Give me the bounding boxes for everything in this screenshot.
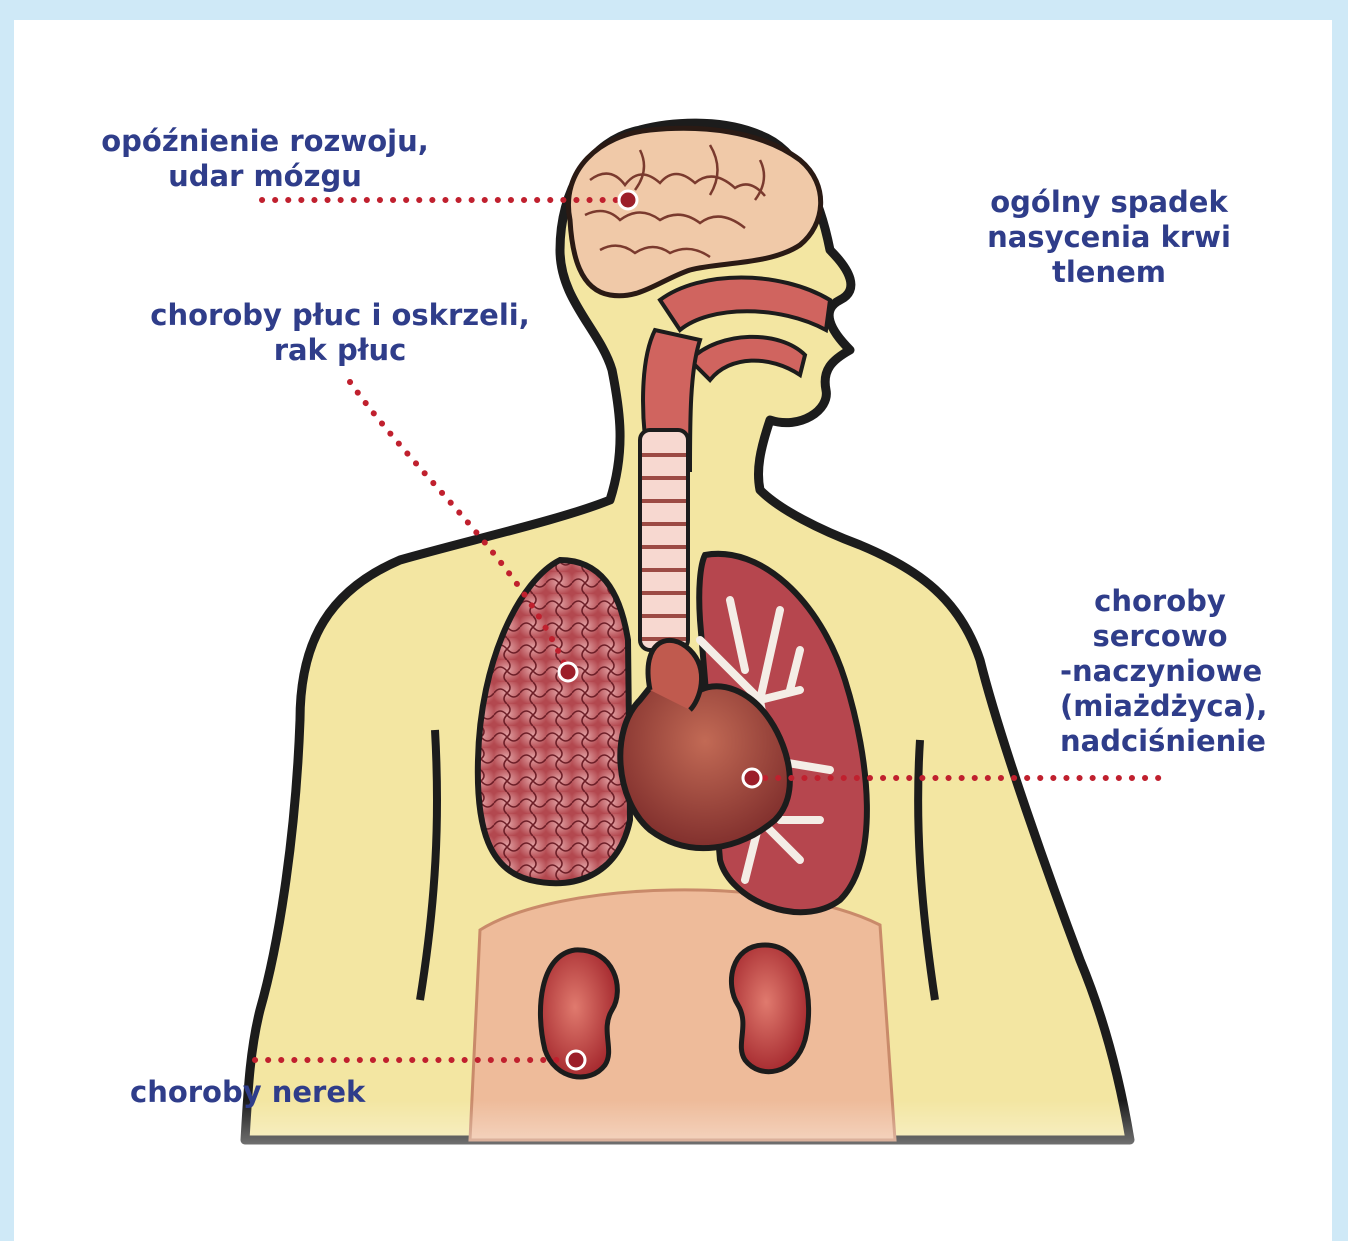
label-oxygen-line: nasycenia krwi <box>978 220 1240 255</box>
heart-marker-dot-icon <box>743 769 761 787</box>
label-brain-line: udar mózgu <box>100 159 430 194</box>
lung-marker-dot-icon <box>559 663 577 681</box>
label-heart-line: sercowo <box>1060 619 1260 654</box>
label-brain: opóźnienie rozwoju, udar mózgu <box>100 124 430 194</box>
label-heart-line: -naczyniowe <box>1060 654 1260 689</box>
label-lungs: choroby płuc i oskrzeli, rak płuc <box>150 298 530 368</box>
left-kidney <box>731 945 808 1072</box>
brain-marker-dot-icon <box>619 191 637 209</box>
label-heart-line: (miażdżyca), <box>1060 689 1260 724</box>
label-lungs-line: choroby płuc i oskrzeli, <box>150 298 530 333</box>
label-kidney: choroby nerek <box>130 1075 362 1110</box>
bottom-fade <box>240 1100 1140 1220</box>
label-oxygen-line: tlenem <box>978 255 1240 290</box>
label-heart-line: nadciśnienie <box>1060 724 1260 759</box>
label-lungs-line: rak płuc <box>150 333 530 368</box>
label-oxygen-line: ogólny spadek <box>978 185 1240 220</box>
kidney-marker-dot-icon <box>567 1051 585 1069</box>
label-brain-line: opóźnienie rozwoju, <box>100 124 430 159</box>
label-heart-line: choroby <box>1060 584 1260 619</box>
label-oxygen: ogólny spadek nasycenia krwi tlenem <box>978 185 1240 290</box>
label-kidney-line: choroby nerek <box>130 1075 362 1110</box>
label-heart: choroby sercowo -naczyniowe (miażdżyca),… <box>1060 584 1260 759</box>
